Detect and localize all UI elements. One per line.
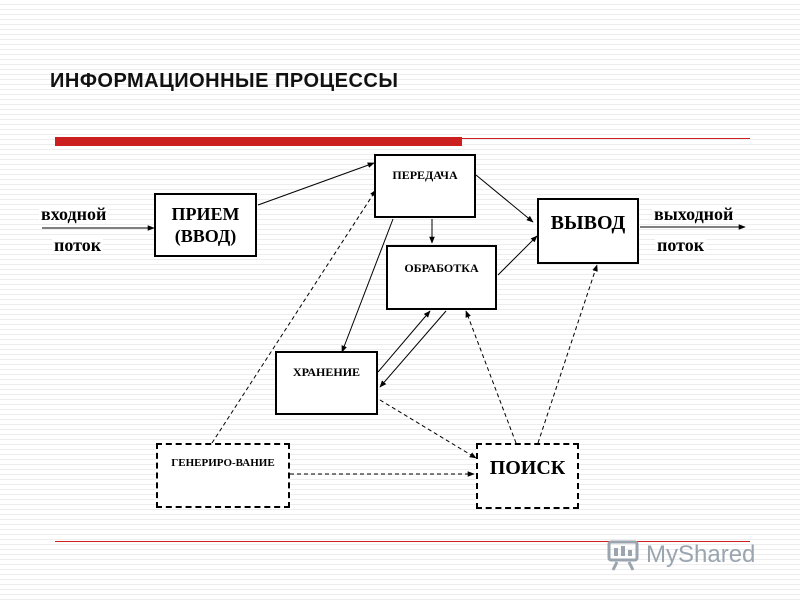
node-poisk: ПОИСК xyxy=(476,443,579,509)
accent-line xyxy=(462,138,750,139)
arrow-obrabotka-to-hranenie xyxy=(379,310,447,388)
presentation-board-icon xyxy=(607,540,639,571)
node-hranenie: ХРАНЕНИЕ xyxy=(275,351,378,415)
node-obrabotka: ОБРАБОТКА xyxy=(386,245,497,310)
bottom-divider xyxy=(55,541,750,542)
accent-bar xyxy=(55,137,462,146)
dashed-hranenie-to-poisk xyxy=(379,399,477,459)
dashed-generirovanie-to-peredacha xyxy=(211,189,377,444)
node-generirovanie: ГЕНЕРИРО-ВАНИЕ xyxy=(156,443,290,508)
node-obrabotka-label: ОБРАБОТКА xyxy=(404,261,479,275)
input-label-line2: поток xyxy=(52,235,104,255)
node-vyvod-label: ВЫВОД xyxy=(550,212,626,234)
arrow-obrabotka-to-vyvod xyxy=(497,235,538,276)
arrow-peredacha-to-hranenie xyxy=(341,218,394,353)
watermark-text: MyShared xyxy=(646,541,756,568)
page-title: ИНФОРМАЦИОННЫЕ ПРОЦЕССЫ xyxy=(50,70,399,92)
output-label-line1: выходной xyxy=(652,204,736,224)
input-label-line1: входной xyxy=(39,204,109,224)
node-peredacha: ПЕРЕДАЧА xyxy=(374,154,476,218)
node-poisk-label: ПОИСК xyxy=(489,457,566,479)
dashed-poisk-to-obrabotka xyxy=(465,310,517,444)
arrow-hranenie-to-obrabotka xyxy=(377,310,431,373)
dashed-poisk-to-vyvod xyxy=(537,264,598,444)
node-vyvod: ВЫВОД xyxy=(537,198,639,264)
node-priem-label-line2: (ВВОД) xyxy=(174,226,237,246)
arrow-peredacha-to-vyvod xyxy=(475,174,534,223)
node-peredacha-label: ПЕРЕДАЧА xyxy=(392,168,458,182)
node-priem-label-line1: ПРИЕМ xyxy=(171,203,240,224)
node-priem: ПРИЕМ (ВВОД) xyxy=(154,193,257,257)
output-label-line2: поток xyxy=(655,235,707,255)
watermark: MyShared xyxy=(606,538,755,572)
arrow-priem-to-peredacha xyxy=(257,162,375,206)
node-generirovanie-label: ГЕНЕРИРО-ВАНИЕ xyxy=(171,457,275,469)
node-hranenie-label: ХРАНЕНИЕ xyxy=(292,365,361,379)
